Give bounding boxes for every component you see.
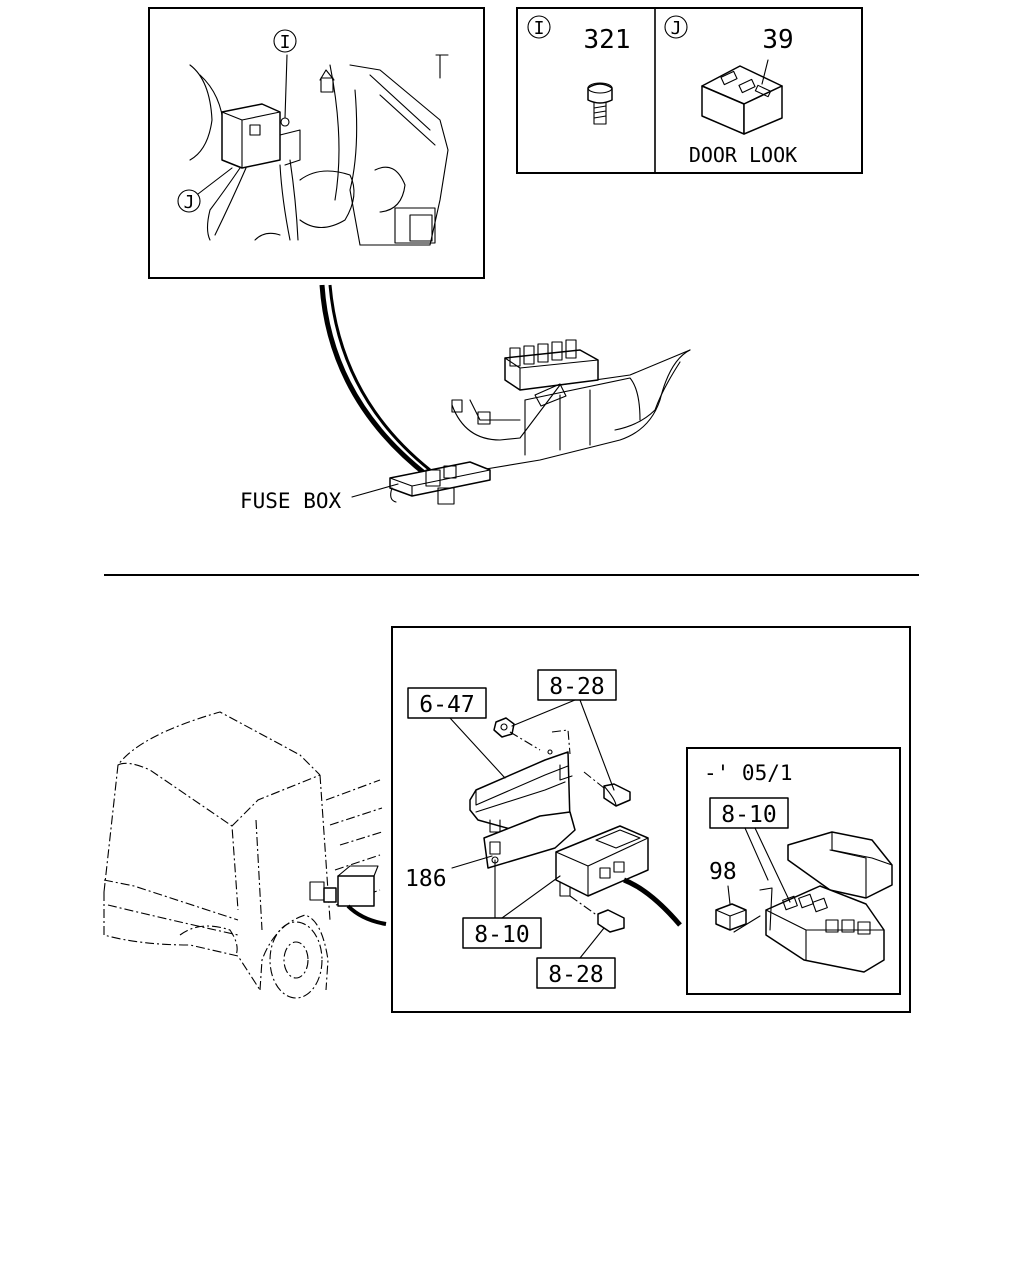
- callout-i-label: I: [280, 32, 291, 53]
- bottom-detail-panel: 6-47 8-28 186 8-10 8-28 -' 05/1: [391, 626, 911, 1013]
- fuse-box-label: FUSE BOX: [240, 489, 342, 513]
- sub-inset-05-1: -' 05/1 98 8-10: [686, 747, 901, 995]
- part-8-10-main-label: 8-10: [474, 922, 529, 948]
- part-8-28-bottom-label: 8-28: [548, 962, 603, 988]
- screw-bottom-icon: [597, 909, 625, 933]
- nut-icon: [493, 717, 515, 738]
- part-8-28-top-label: 8-28: [549, 674, 604, 700]
- screw-321-icon: [587, 82, 613, 125]
- relay-98-icon: [715, 903, 747, 931]
- door-look-label: DOOR LOOK: [689, 143, 797, 167]
- part-321-label: 321: [584, 25, 631, 55]
- fuse-box-location: FUSE BOX: [240, 284, 691, 513]
- part-insets: I 321 J 39 DOOR LOOK: [516, 7, 863, 174]
- date-range-label: -' 05/1: [704, 761, 793, 785]
- callout-j-label: J: [184, 192, 195, 213]
- part-39-label: 39: [762, 25, 793, 55]
- part-98-label: 98: [709, 859, 737, 885]
- inset-j-letter: J: [671, 18, 682, 39]
- inset-i-letter: I: [534, 18, 545, 39]
- truck-cab-illustration: [103, 711, 387, 999]
- part-6-47-label: 6-47: [419, 692, 474, 718]
- part-186-label: 186: [405, 866, 447, 892]
- part-8-10-sub-label: 8-10: [721, 802, 776, 828]
- top-detail-panel: I J: [148, 7, 485, 279]
- screw-top-icon: [603, 783, 631, 807]
- relay-39-icon: [701, 59, 783, 135]
